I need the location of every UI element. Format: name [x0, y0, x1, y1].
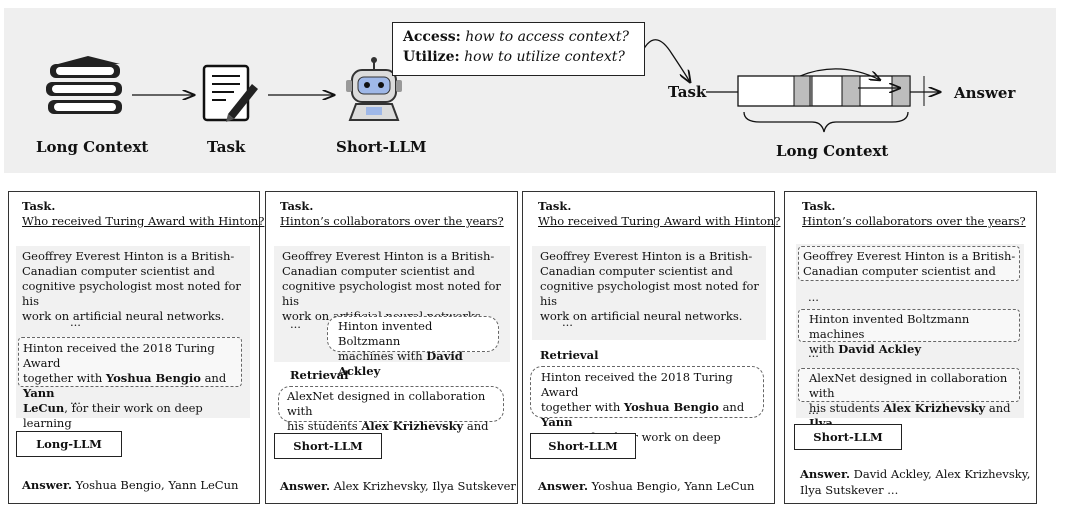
answer-text: Answer. Yoshua Bengio, Yann LeCun [22, 478, 239, 492]
answer-text: Answer. Alex Krizhevsky, Ilya Sutskever [280, 479, 516, 493]
context-block [532, 246, 766, 340]
task-question: Who received Turing Award with Hinton? [538, 214, 781, 228]
ellipsis2: ... [808, 346, 819, 360]
retrieval-label: Retrieval [540, 348, 599, 362]
retrieved-chunk: Hinton received the 2018 Turing Award to… [530, 366, 764, 459]
task-heading: Task. [22, 199, 56, 213]
ellipsis3: ... [808, 403, 819, 417]
chunk-2: Hinton invented Boltzmann machines with … [798, 309, 1020, 356]
context-text: Geoffrey Everest Hinton is a British- Ca… [282, 249, 501, 323]
context-text: Geoffrey Everest Hinton is a British- Ca… [540, 249, 759, 323]
right-long-context-label: Long Context [776, 142, 889, 160]
chunk-3: AlexNet designed in collaboration with h… [798, 368, 1020, 430]
task-question: Hinton’s collaborators over the years? [280, 214, 504, 228]
snippet-chunk: Hinton invented Boltzmann machines with … [327, 316, 499, 378]
model-box-long-llm: Long-LLM [16, 431, 122, 457]
ellipsis: ... [808, 290, 819, 304]
context-block [16, 246, 250, 418]
task-question: Hinton’s collaborators over the years? [802, 214, 1026, 228]
ellipsis2: ... [70, 393, 81, 407]
task-document-icon [202, 64, 258, 122]
context-sequence-icon [706, 68, 940, 133]
task-heading: Task. [538, 199, 572, 213]
task-label: Task [207, 138, 246, 156]
model-box-short-llm: Short-LLM [530, 433, 636, 459]
ellipsis: ... [290, 317, 301, 331]
relevant-chunk: Hinton received the 2018 Turing Award to… [18, 337, 242, 430]
robot-llm-icon [346, 57, 402, 121]
ellipsis: ... [562, 315, 573, 329]
task-heading: Task. [280, 199, 314, 213]
books-icon [46, 56, 122, 114]
utilize-line: Utilize: how to utilize context? [403, 49, 625, 65]
answer-text: Answer. David Ackley, Alex Krizhevsky, I… [800, 467, 1031, 497]
retrieved-chunk: AlexNet designed in collaboration with h… [278, 386, 504, 448]
short-llm-label: Short-LLM [336, 138, 427, 156]
right-task-label: Task [668, 83, 707, 101]
model-box-short-llm: Short-LLM [274, 433, 382, 459]
answer-text: Answer. Yoshua Bengio, Yann LeCun [538, 479, 755, 493]
answer-label: Answer [954, 84, 1016, 102]
retrieval-label: Retrieval [290, 368, 349, 382]
chunk-1: Geoffrey Everest Hinton is a British- Ca… [798, 246, 1020, 281]
task-question: Who received Turing Award with Hinton? [22, 214, 265, 228]
model-box-short-llm: Short-LLM [794, 424, 902, 450]
access-line: Access: how to access context? [403, 29, 629, 45]
long-context-label: Long Context [36, 138, 149, 156]
ellipsis: ... [70, 315, 81, 329]
task-heading: Task. [802, 199, 836, 213]
access-utilize-callout: Access: how to access context? Utilize: … [392, 22, 645, 76]
context-text: Geoffrey Everest Hinton is a British- Ca… [22, 249, 241, 323]
